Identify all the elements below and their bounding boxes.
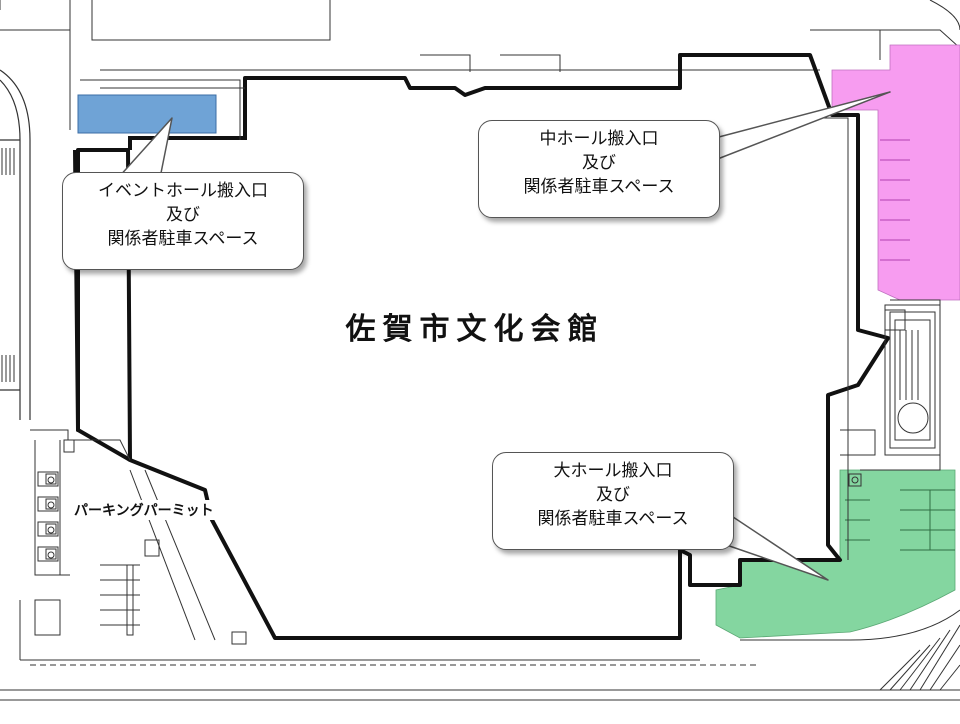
event-hall-loading-zone [77,94,217,134]
parking-area [30,429,247,645]
large-hall-parking-lines [845,489,955,551]
main-building-outline [73,53,890,640]
large-hall-callout-line: 関係者駐車スペース [537,509,689,529]
middle-hall-callout-line: 関係者駐車スペース [523,177,675,197]
large-hall-loading-zone [715,469,956,639]
large-hall-callout-line: 大ホール搬入口 [553,461,673,481]
middle-hall-callout: 中ホール搬入口 及び 関係者駐車スペース [478,120,720,218]
middle-hall-callout-line: 中ホール搬入口 [539,129,659,149]
event-hall-callout: イベントホール搬入口 及び 関係者駐車スペース [62,172,304,270]
middle-hall-callout-pointer [714,91,891,161]
event-hall-callout-line: イベントホール搬入口 [98,181,268,201]
accessible-parking-spaces [37,471,59,562]
stair-block [884,304,941,456]
middle-hall-loading-zone [831,44,960,301]
middle-hall-parking-lines [880,139,910,261]
large-hall-callout: 大ホール搬入口 及び 関係者駐車スペース [492,452,734,550]
hatched-area [879,624,960,691]
wheelchair-icon [45,473,862,560]
event-hall-callout-line: 及び [166,205,200,225]
building-title: 佐賀市文化会館 [345,312,605,347]
left-columns [1,148,15,382]
large-hall-callout-line: 及び [596,485,630,505]
middle-hall-callout-line: 及び [582,153,616,173]
parking-permit-label: パーキングパーミット [72,500,216,520]
event-hall-callout-line: 関係者駐車スペース [107,229,259,249]
